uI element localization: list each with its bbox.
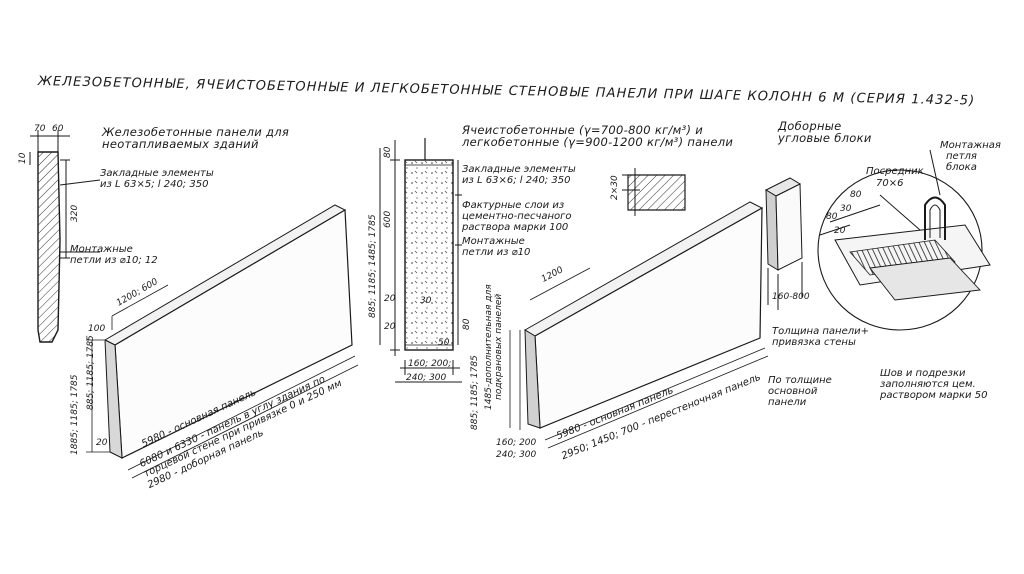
rc-panel-section — [29, 130, 101, 343]
blocks-dim-80: 80 — [850, 190, 862, 200]
cell-add-line1: 1485-дополнительная для — [484, 284, 494, 410]
blocks-heading-line2: угловые блоки — [778, 131, 872, 145]
blocks-by-thickness-line1: По толщине — [768, 375, 832, 386]
rc-loops-line2: петли из ⌀10; 12 — [70, 255, 158, 266]
rc-heading-line2: неотапливаемых зданий — [102, 137, 259, 151]
blocks-seam-line3: раствором марки 50 — [880, 390, 988, 401]
cell-facing-line1: Фактурные слои из — [462, 200, 565, 211]
cell-dim-2x30: 2×30 — [610, 175, 620, 200]
blocks-dim-80b: 80 — [826, 212, 838, 222]
rc-dim-heights: 885; 1185; 1785 — [86, 335, 96, 410]
rc-dim-100: 100 — [88, 324, 106, 334]
blocks-dim-20: 20 — [834, 226, 846, 236]
cell-embedded-line2: из L 63×6; l 240; 350 — [462, 175, 571, 186]
rc-dim-70: 70 — [34, 124, 46, 134]
rc-dim-heights2: 1885; 1185; 1785 — [70, 374, 80, 456]
cellular-panel-perspective — [509, 201, 769, 449]
cell-heading-line2: легкобетонные (γ=900-1200 кг/м³) панели — [462, 135, 734, 149]
blocks-by-thickness-line3: панели — [768, 397, 807, 408]
corner-block — [764, 177, 803, 310]
blocks-thickness-line2: привязка стены — [772, 337, 856, 348]
rc-heading-line1: Железобетонные панели для — [102, 125, 290, 139]
cell-dim-heights-b: 885; 1185; 1785 — [470, 355, 480, 430]
blocks-dim-30: 30 — [840, 204, 852, 214]
cell-dim-50: 50 — [438, 338, 450, 348]
blocks-seam-line2: заполняются цем. — [880, 379, 976, 390]
cell-dim-80a: 80 — [383, 146, 393, 158]
cell-facing-line2: цементно-песчаного — [462, 211, 572, 222]
cell-dim-160-200: 160; 200; — [408, 359, 452, 369]
cell-dim-160-200b: 160; 200 — [496, 438, 537, 448]
cell-loops-line1: Монтажные — [462, 236, 525, 247]
cell-dim-240-300b: 240; 300 — [496, 450, 537, 460]
rc-dim-20: 20 — [96, 438, 108, 448]
cell-dim-30: 30 — [420, 296, 432, 306]
blocks-by-thickness-line2: основной — [768, 386, 818, 397]
blocks-dim-160-800: 160-800 — [772, 292, 810, 302]
rc-embedded-line2: из L 63×5; l 240; 350 — [100, 179, 209, 190]
blocks-thickness-line1: Толщина панели+ — [772, 326, 870, 337]
cell-loops-line2: петли из ⌀10 — [462, 247, 531, 258]
blocks-loop-line1: Монтажная — [940, 140, 1001, 151]
cell-dim-20b: 20 — [384, 322, 396, 332]
cell-dim-80b: 80 — [462, 318, 472, 330]
rc-dim-320: 320 — [70, 204, 80, 222]
rc-loops-line1: Монтажные — [70, 244, 133, 255]
cell-dim-240-300: 240; 300 — [406, 373, 447, 383]
rc-dim-10: 10 — [18, 152, 28, 164]
blocks-seam-line1: Шов и подрезки — [880, 368, 966, 379]
rc-panel-perspective — [86, 204, 359, 479]
cell-dim-heights: 885; 1185; 1485; 1785 — [368, 214, 378, 318]
cell-dim-20a: 20 — [384, 294, 396, 304]
cell-heading-line1: Ячеистобетонные (γ=700-800 кг/м³) и — [462, 123, 704, 137]
cell-facing-line3: раствора марки 100 — [462, 222, 569, 233]
blocks-heading-line1: Доборные — [778, 119, 842, 133]
cell-dim-600: 600 — [383, 210, 393, 228]
cell-add-line2: подкрановых панелей — [494, 293, 504, 400]
joint-detail-circle — [817, 149, 991, 331]
blocks-spacer-line2: 70×6 — [876, 178, 904, 189]
blocks-spacer-line1: Посредник — [866, 166, 924, 177]
cellular-panel-section — [379, 138, 686, 383]
rc-dim-60: 60 — [52, 124, 64, 134]
rc-embedded-line1: Закладные элементы — [100, 168, 214, 179]
blocks-loop-line2: петля — [946, 151, 977, 162]
blocks-loop-line3: блока — [946, 162, 977, 173]
cell-embedded-line1: Закладные элементы — [462, 164, 576, 175]
